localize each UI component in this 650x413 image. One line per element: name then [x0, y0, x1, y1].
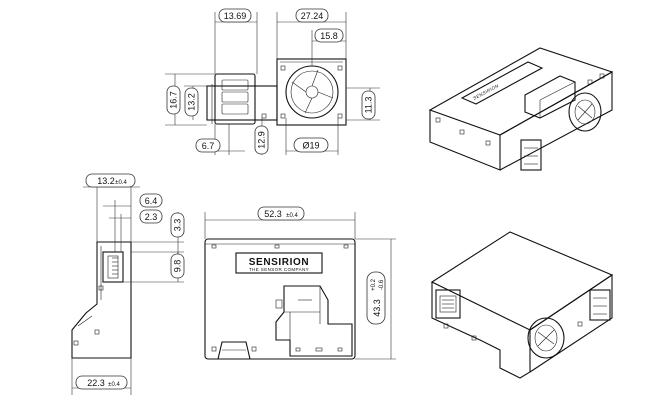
dim-bottom-mid: 12.9 [257, 131, 267, 149]
dim-front-width-tol: ±0.4 [286, 213, 298, 219]
dim-bottom-left: 6.7 [202, 141, 215, 151]
dim-width-left: 13.69 [224, 11, 247, 21]
dim-front-width: 52.3 [264, 209, 282, 219]
dim-side-v1: 3.3 [173, 219, 183, 232]
dim-front-height: 43.3 [372, 299, 382, 317]
dim-front-height-tol-minus: -0.6 [379, 279, 385, 290]
dim-side-d2: 2.3 [145, 212, 158, 222]
front-logo-main: SENSIRION [249, 257, 309, 268]
dim-side-d1: 6.4 [145, 196, 158, 206]
side-view: 13.2 ±0.4 6.4 2.3 3.3 9.8 22.3 ±0.4 [71, 173, 185, 395]
dim-height-inner: 13.2 [187, 93, 197, 111]
isometric-view-top: SENSIRION [428, 47, 614, 171]
front-logo-sub: THE SENSOR COMPANY [249, 267, 309, 272]
isometric-view-bottom [430, 231, 614, 379]
dim-height-right: 11.3 [364, 97, 374, 114]
dim-diameter: Ø19 [302, 141, 319, 151]
dim-width-inner: 15.8 [320, 31, 338, 41]
front-view: SENSIRION THE SENSOR COMPANY 52.3 ±0.4 4… [204, 206, 396, 360]
dim-front-height-tol-plus: +0.2 [371, 278, 377, 291]
dim-side-bottom-width: 22.3 [87, 378, 105, 388]
dim-side-bottom-tol: ±0.4 [108, 382, 120, 388]
top-view: 13.69 27.24 15.8 16.7 13.2 11.3 [165, 8, 380, 155]
dim-height-total: 16.7 [169, 91, 179, 109]
dim-side-v2: 9.8 [173, 260, 183, 273]
dim-side-top-width: 13.2 [97, 176, 115, 186]
dim-side-top-tol: ±0.4 [115, 180, 127, 186]
dim-width-right: 27.24 [301, 11, 324, 21]
